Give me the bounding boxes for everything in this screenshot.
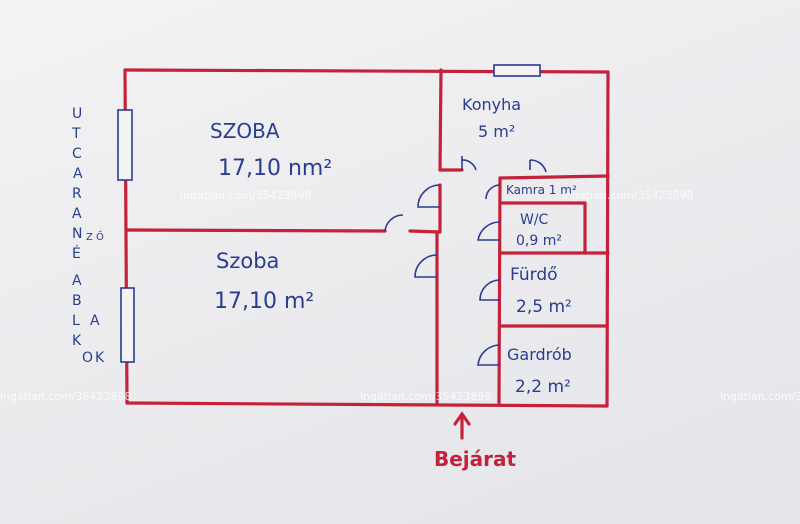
side-note-letter: C	[72, 146, 82, 162]
side-note-letter: U	[72, 106, 82, 122]
window-left-top	[117, 109, 133, 181]
windows	[117, 64, 541, 363]
side-note-letter: N	[72, 226, 82, 242]
wall-kitchen-left	[438, 68, 443, 172]
wall-right	[605, 70, 610, 408]
door-kitchen	[461, 156, 477, 171]
watermark-3: ingatlan.com/35423898	[0, 390, 132, 403]
watermarks: ingatlan.com/35423898 ingatlan.com/35423…	[0, 189, 800, 403]
watermark-5: ingatlan.com/35423898	[720, 390, 800, 403]
wall-corridor-right	[497, 176, 502, 406]
room1-name: SZOBA	[210, 119, 280, 143]
door-room1-divider	[384, 214, 404, 232]
side-note-letter: Ő	[96, 229, 104, 243]
wc-name: W/C	[520, 212, 549, 228]
side-note-letter: Z	[86, 232, 93, 243]
entrance: Bejárat	[434, 411, 517, 471]
side-note-letter: K	[95, 350, 105, 366]
pantry-label: Kamra 1 m²	[506, 183, 577, 197]
side-note-letter: B	[72, 293, 82, 309]
window-top	[493, 64, 541, 77]
wall-rooms-divider	[125, 228, 387, 233]
side-note-letter: É	[72, 245, 81, 262]
wc-area: 0,9 m²	[516, 233, 562, 249]
door-kitchen-corridor	[529, 159, 547, 173]
wardrobe-name: Gardrób	[507, 345, 572, 364]
side-note-letter: T	[71, 126, 81, 142]
side-note-letter: A	[90, 313, 100, 329]
room1-area: 17,10 nm²	[218, 156, 332, 181]
side-note-letter: A	[73, 166, 83, 182]
door-room1	[417, 184, 441, 208]
room2-area: 17,10 m²	[214, 289, 314, 314]
door-gardrob	[477, 344, 501, 366]
room2-name: Szoba	[216, 249, 279, 273]
wardrobe-area: 2,2 m²	[515, 377, 571, 397]
wall-rooms-divider-2	[408, 229, 442, 234]
side-note-letter: A	[72, 206, 82, 222]
door-corridor-kamra	[485, 184, 501, 200]
door-furdo	[479, 279, 501, 301]
bathroom-area: 2,5 m²	[516, 297, 572, 317]
side-note-letter: O	[82, 350, 93, 366]
side-note-letter: L	[72, 313, 80, 329]
bathroom-name: Fürdő	[510, 265, 558, 285]
side-note-letter: A	[72, 273, 82, 289]
watermark-1: ingatlan.com/35423898	[180, 189, 312, 202]
entrance-arrow-icon	[453, 411, 471, 440]
door-wc	[477, 221, 501, 241]
side-note-letter: K	[72, 333, 82, 349]
kitchen-area: 5 m²	[478, 122, 515, 141]
entrance-label: Bejárat	[434, 447, 517, 471]
kitchen-name: Konyha	[462, 95, 521, 114]
side-note-letter: R	[72, 186, 82, 202]
watermark-2: ingatlan.com/35423898	[562, 189, 694, 202]
doors	[384, 156, 547, 366]
room-labels: SZOBA 17,10 nm² Szoba 17,10 m² Konyha 5 …	[210, 95, 577, 397]
wall-kamra-top	[498, 174, 610, 180]
walls	[123, 68, 610, 408]
window-left-bottom	[120, 287, 135, 363]
door-room2	[414, 254, 438, 278]
wall-bottom	[125, 401, 609, 408]
watermark-4: ingatlan.com/35423898	[360, 390, 492, 403]
